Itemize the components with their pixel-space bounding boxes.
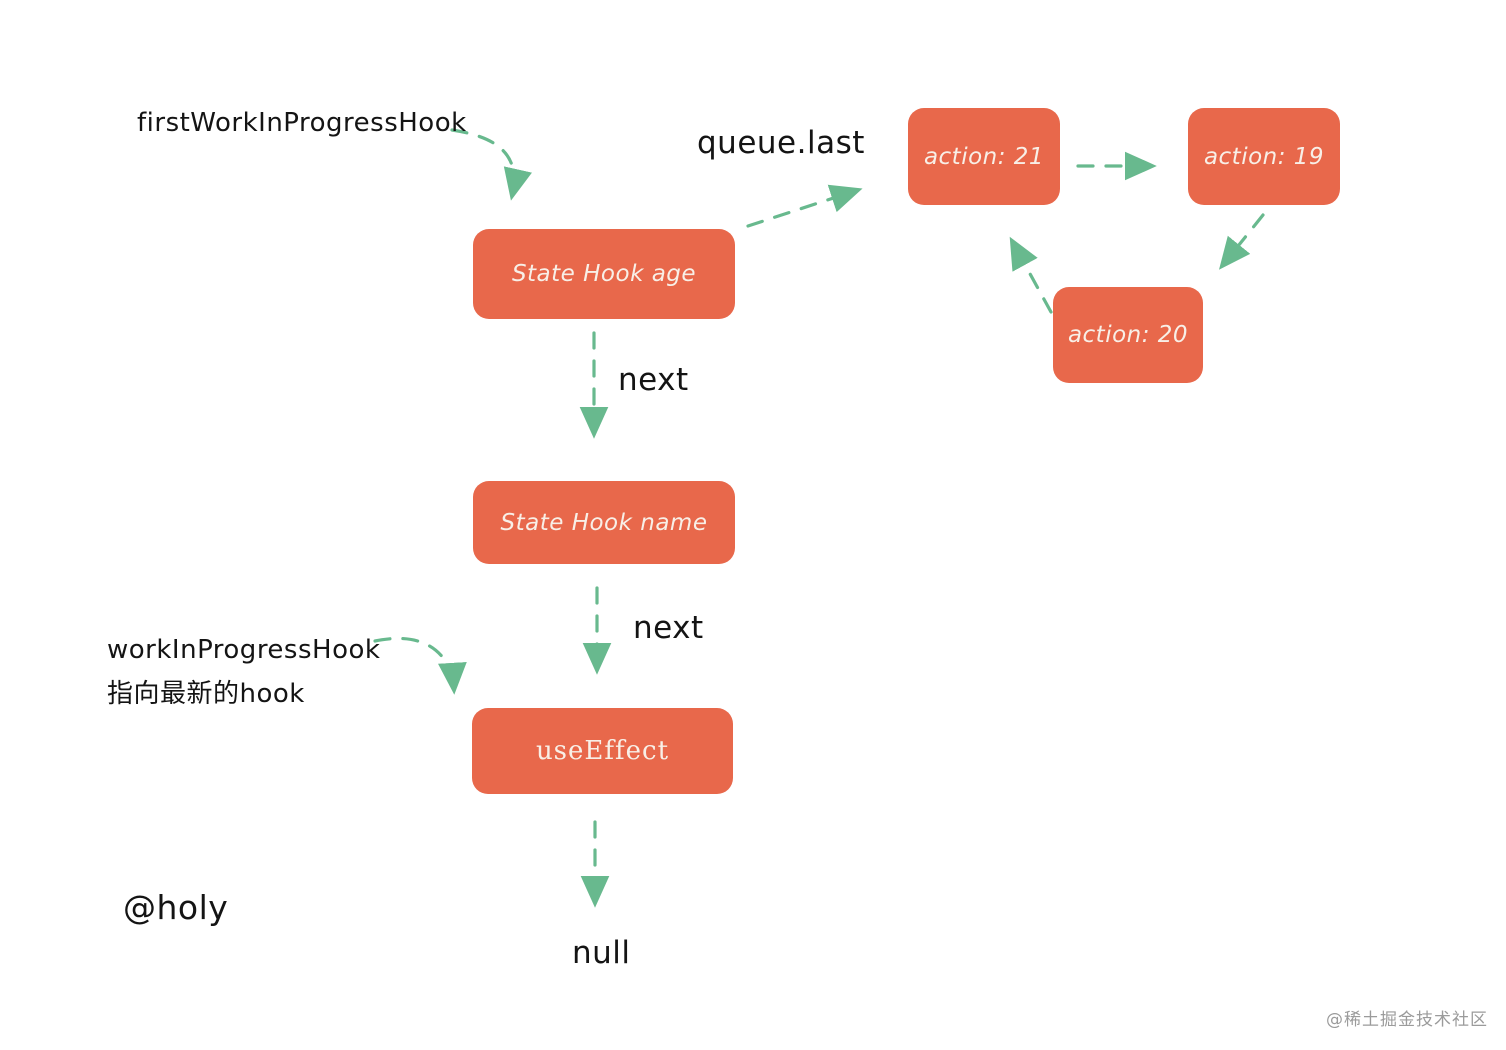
first-work-in-progress-hook-label: firstWorkInProgressHook bbox=[137, 108, 467, 138]
next-label-name-effect: next bbox=[633, 610, 704, 646]
node-state-hook-age-label: State Hook age bbox=[511, 261, 697, 287]
node-action-20-label: action: 20 bbox=[1067, 322, 1189, 348]
node-action-19: action: 19 bbox=[1188, 108, 1340, 205]
queue-last-label: queue.last bbox=[697, 125, 865, 161]
work-in-progress-hook-label: workInProgressHook 指向最新的hook bbox=[107, 628, 380, 716]
node-state-hook-name-label: State Hook name bbox=[500, 509, 708, 536]
node-state-hook-age: State Hook age bbox=[473, 229, 735, 319]
node-use-effect: useEffect bbox=[472, 708, 733, 794]
work-in-progress-hook-line1: workInProgressHook bbox=[107, 635, 381, 665]
node-action-19-label: action: 19 bbox=[1203, 143, 1325, 170]
node-action-21-label: action: 21 bbox=[923, 143, 1045, 170]
node-action-20: action: 20 bbox=[1053, 287, 1203, 383]
null-label: null bbox=[572, 935, 631, 971]
work-in-progress-hook-line2: 指向最新的hook bbox=[107, 679, 305, 709]
juejin-watermark: @稀土掘金技术社区 bbox=[1326, 1010, 1488, 1030]
edge-age-to-action21-arrow bbox=[746, 184, 863, 228]
node-action-21: action: 21 bbox=[908, 108, 1060, 205]
node-use-effect-label: useEffect bbox=[535, 736, 670, 766]
node-state-hook-name: State Hook name bbox=[473, 481, 735, 564]
holy-signature: @holy bbox=[123, 888, 229, 927]
next-label-age-name: next bbox=[618, 362, 689, 398]
edge-wip-to-useeffect-arrow bbox=[373, 636, 467, 695]
edge-action19-to-action20-arrow bbox=[1218, 213, 1265, 270]
edge-action20-to-action21-arrow bbox=[1009, 236, 1053, 314]
